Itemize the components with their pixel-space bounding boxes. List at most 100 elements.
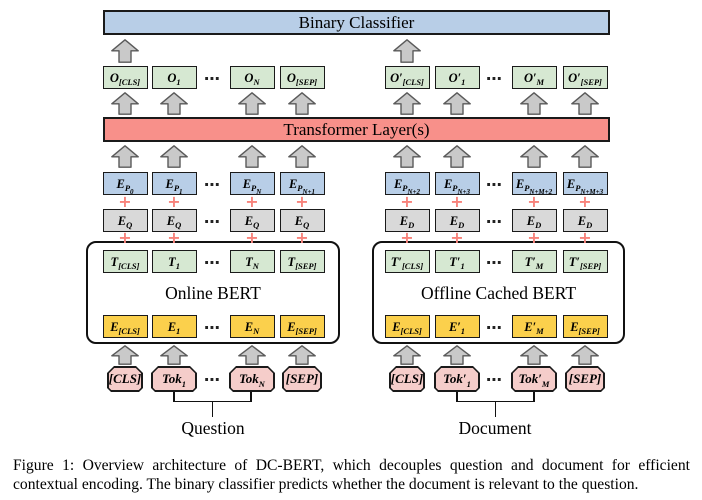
up-arrow-icon xyxy=(571,92,599,115)
bert-output-box: T[SEP] xyxy=(279,250,325,273)
bert-output-label: T1 xyxy=(168,254,180,271)
type-embedding-box: ED xyxy=(384,209,430,232)
up-arrow-icon xyxy=(111,39,139,63)
position-embedding-box: EPN+1 xyxy=(279,172,325,196)
transformer-output-label: O[CLS] xyxy=(109,70,141,87)
plus-icon: + xyxy=(527,228,541,247)
up-arrow-icon xyxy=(238,92,266,115)
bert-output-box: T′[SEP] xyxy=(562,250,608,273)
plus-icon: + xyxy=(450,228,464,247)
position-embedding-box: EPN xyxy=(229,172,275,196)
input-token-box: Tok′M xyxy=(511,366,557,392)
input-token-label: [CLS] xyxy=(390,371,424,386)
plus-icon: + xyxy=(167,192,181,211)
up-arrow-icon xyxy=(571,145,599,168)
up-arrow-icon xyxy=(288,345,316,365)
up-arrow-icon xyxy=(288,145,316,168)
type-embedding-label: ED xyxy=(526,213,542,230)
type-embedding-label: ED xyxy=(577,213,593,230)
offline-bert-label: Offline Cached BERT xyxy=(420,283,577,303)
plus-icon: + xyxy=(118,228,132,247)
transformer-output-label: O1 xyxy=(167,70,181,87)
bert-output-box: T′1 xyxy=(434,250,480,273)
transformer-output-box: O′1 xyxy=(434,66,480,89)
up-arrow-icon xyxy=(393,92,421,115)
plus-icon: + xyxy=(245,228,259,247)
document-label: Document xyxy=(458,418,532,438)
input-token-box-face: TokN xyxy=(231,368,274,391)
type-embedding-label: ED xyxy=(449,213,465,230)
input-token-label: Tok1 xyxy=(162,371,186,389)
input-token-box-face: Tok′1 xyxy=(436,368,479,391)
token-embedding-label: E[CLS] xyxy=(392,319,422,336)
ellipsis: ⋯ xyxy=(204,252,220,272)
type-embedding-box: EQ xyxy=(102,209,148,232)
type-embedding-box: EQ xyxy=(151,209,197,232)
up-arrow-icon xyxy=(443,92,471,115)
transformer-output-box: O[CLS] xyxy=(102,66,148,89)
ellipsis: ⋯ xyxy=(486,68,502,88)
position-embedding-box: EP0 xyxy=(102,172,148,196)
type-embedding-box: ED xyxy=(562,209,608,232)
question-label: Question xyxy=(181,418,245,438)
input-token-box-face: [CLS] xyxy=(109,368,142,391)
caption-line-2: contextual encoding. The binary classifi… xyxy=(13,476,639,493)
input-token-label: TokN xyxy=(239,371,265,389)
ellipsis: ⋯ xyxy=(204,317,220,337)
type-embedding-box: EQ xyxy=(229,209,275,232)
bert-output-box: T1 xyxy=(151,250,197,273)
position-embedding-label: EPN xyxy=(242,176,262,196)
token-embedding-label: E[CLS] xyxy=(110,319,140,336)
type-embedding-label: EQ xyxy=(166,213,182,230)
token-embedding-label: E′1 xyxy=(448,319,466,336)
input-token-box-face: Tok′M xyxy=(513,368,556,391)
up-arrow-icon xyxy=(111,145,139,168)
token-embedding-box: E[SEP] xyxy=(562,315,608,338)
binary-classifier-label: Binary Classifier xyxy=(298,12,415,32)
position-embedding-label: EPN+2 xyxy=(393,176,421,196)
position-embedding-box: EPN+3 xyxy=(434,172,480,196)
bracket-line xyxy=(494,402,497,417)
token-embedding-box: E1 xyxy=(151,315,197,338)
bert-output-box: TN xyxy=(229,250,275,273)
input-token-label: Tok′1 xyxy=(443,371,471,389)
input-token-box: [SEP] xyxy=(565,366,605,392)
up-arrow-icon xyxy=(160,145,188,168)
input-token-box: Tok1 xyxy=(151,366,197,392)
input-token-label: [SEP] xyxy=(285,371,319,386)
dc-bert-architecture-diagram: Binary Classifier Transformer Layer(s) O… xyxy=(86,10,625,438)
token-embedding-label: E′M xyxy=(524,319,544,336)
input-token-box: TokN xyxy=(229,366,275,392)
bracket-line xyxy=(533,392,535,402)
bert-output-label: T′[CLS] xyxy=(390,254,424,271)
type-embedding-box: EQ xyxy=(279,209,325,232)
up-arrow-icon xyxy=(520,92,548,115)
type-embedding-label: EQ xyxy=(294,213,310,230)
ellipsis: ⋯ xyxy=(486,211,502,231)
ellipsis: ⋯ xyxy=(204,370,220,389)
transformer-output-box: O1 xyxy=(151,66,197,89)
transformer-output-label: O′M xyxy=(523,70,545,87)
bracket-line xyxy=(456,392,458,402)
transformer-output-box: O[SEP] xyxy=(279,66,325,89)
position-embedding-box: EPN+2 xyxy=(384,172,430,196)
position-embedding-label: EP0 xyxy=(116,176,134,196)
up-arrow-icon xyxy=(393,345,421,365)
binary-classifier-bar: Binary Classifier xyxy=(103,10,610,35)
up-arrow-icon xyxy=(111,92,139,115)
input-token-box-face: [SEP] xyxy=(284,368,321,391)
bert-output-label: T′M xyxy=(524,254,544,271)
bert-output-label: T′[SEP] xyxy=(568,254,602,271)
ellipsis: ⋯ xyxy=(204,174,220,194)
position-embedding-label: EPN+3 xyxy=(443,176,471,196)
position-embedding-label: EPN+1 xyxy=(288,176,316,196)
up-arrow-icon xyxy=(520,145,548,168)
input-token-label: [CLS] xyxy=(108,371,142,386)
position-embedding-box: EP1 xyxy=(151,172,197,195)
plus-icon: + xyxy=(400,228,414,247)
input-token-box: [SEP] xyxy=(282,366,322,392)
input-token-box-face: [CLS] xyxy=(391,368,424,391)
position-embedding-label: EPN+M+2 xyxy=(515,176,553,196)
up-arrow-icon xyxy=(288,92,316,115)
figure-caption: Figure 1: Overview architecture of DC-BE… xyxy=(13,456,690,494)
